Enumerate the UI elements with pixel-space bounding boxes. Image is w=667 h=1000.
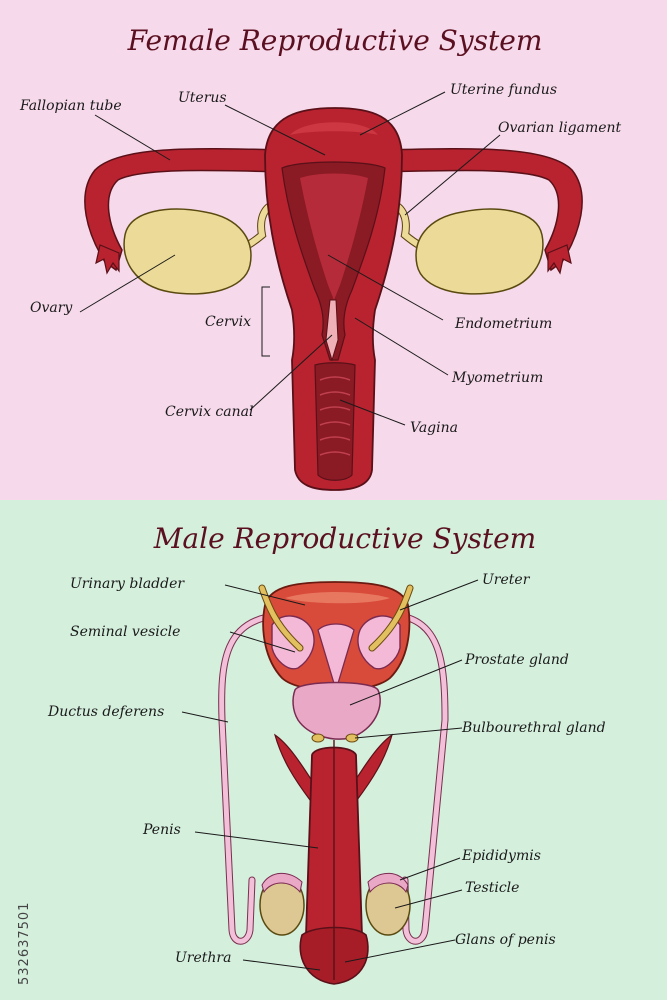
label-endometrium: Endometrium <box>454 316 552 332</box>
label-ovary: Ovary <box>30 300 73 316</box>
label-cervix: Cervix <box>205 314 251 330</box>
label-ductus-deferens: Ductus deferens <box>47 704 164 720</box>
male-title: Male Reproductive System <box>153 522 536 555</box>
label-myometrium: Myometrium <box>451 370 543 386</box>
label-ovarian-ligament: Ovarian ligament <box>498 120 622 136</box>
left-ureter <box>259 585 303 651</box>
cervix-canal-shape <box>325 299 339 362</box>
label-ureter: Ureter <box>482 572 531 588</box>
right-epididymis <box>367 872 409 894</box>
label-penis: Penis <box>142 822 181 838</box>
label-urethra: Urethra <box>175 950 231 966</box>
label-uterine-fundus: Uterine fundus <box>450 82 557 98</box>
stock-watermark-id: 532637501 <box>17 902 32 985</box>
left-epididymis <box>261 872 303 894</box>
label-fallopian-tube: Fallopian tube <box>19 98 122 114</box>
right-fimbriae <box>547 244 572 275</box>
uterine-cavity <box>300 173 368 300</box>
bladder-highlight <box>285 592 390 604</box>
label-testicle: Testicle <box>465 880 519 896</box>
right-ureter <box>369 585 413 651</box>
label-prostate-gland: Prostate gland <box>464 652 569 668</box>
left-bulbourethral-gland <box>311 733 325 743</box>
bladder-trigone <box>317 623 355 693</box>
left-ductus-deferens <box>219 612 283 944</box>
label-glans-of-penis: Glans of penis <box>455 932 556 948</box>
fundus-highlight <box>290 122 378 135</box>
left-fimbriae <box>95 244 120 275</box>
male-leader-lines <box>181 579 479 971</box>
label-bulbourethral-gland: Bulbourethral gland <box>461 720 606 736</box>
label-vagina: Vagina <box>410 420 458 436</box>
label-urinary-bladder: Urinary bladder <box>70 576 185 592</box>
female-anatomy-illustration <box>84 107 583 491</box>
female-title: Female Reproductive System <box>127 24 543 57</box>
right-ductus-deferens <box>392 612 448 944</box>
right-ovary <box>415 208 544 295</box>
label-epididymis: Epididymis <box>461 848 541 864</box>
female-leader-lines <box>79 91 501 426</box>
label-seminal-vesicle: Seminal vesicle <box>70 624 180 640</box>
vaginal-rugae <box>319 376 351 456</box>
label-cervix-canal: Cervix canal <box>165 404 253 420</box>
label-uterus: Uterus <box>178 90 227 106</box>
left-ovary <box>123 208 252 295</box>
